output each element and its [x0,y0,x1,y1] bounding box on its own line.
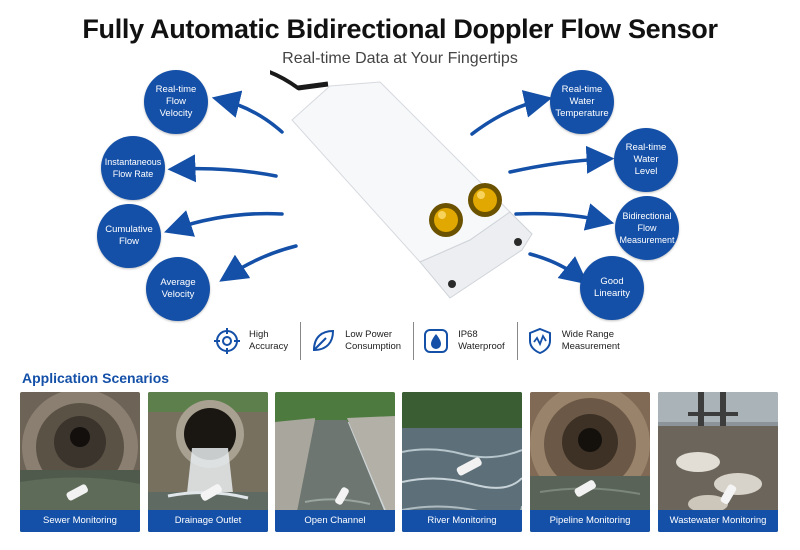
scenario-label-sewer: Sewer Monitoring [20,510,140,532]
scenario-card-open-channel: Open Channel [275,392,395,532]
arrow-to-real-time-water-temperature [470,90,553,136]
arrow-to-real-time-flow-velocity [211,90,284,134]
target-icon [214,328,240,354]
page-title: Fully Automatic Bidirectional Doppler Fl… [82,14,718,44]
scenario-card-sewer: Sewer Monitoring [20,392,140,532]
arrow-to-average-velocity [219,244,298,282]
water-drop-icon [424,329,449,353]
arrow-to-real-time-water-level [508,145,615,174]
scenario-card-river: River Monitoring [402,392,522,532]
sensor-illustration [270,70,533,299]
page-subtitle: Real-time Data at Your Fingertips [282,50,518,67]
scenario-card-drainage: Drainage Outlet [148,392,268,532]
scenario-label-pipeline: Pipeline Monitoring [530,510,650,532]
sewer-scene-image [20,392,140,532]
scenario-label-open-channel: Open Channel [275,510,395,532]
scenario-label-drainage: Drainage Outlet [148,510,268,532]
shield-wave-icon [528,327,551,355]
leaf-icon [313,329,335,352]
pipeline-scene-image [530,392,650,532]
open-channel-scene-image [275,392,395,532]
scenario-card-pipeline: Pipeline Monitoring [530,392,650,532]
arrow-to-bidirectional-flow-measurement [514,203,615,231]
scenario-label-river: River Monitoring [402,510,522,532]
applications-heading: Application Scenarios [22,370,170,386]
arrow-to-cumulative-flow [164,210,284,237]
scenario-label-wastewater: Wastewater Monitoring [658,510,778,532]
scenario-card-wastewater: Wastewater Monitoring [658,392,778,532]
arrow-to-instantaneous-flow-rate [167,154,278,183]
river-scene-image [402,392,522,532]
arrow-to-good-linearity [528,252,589,285]
